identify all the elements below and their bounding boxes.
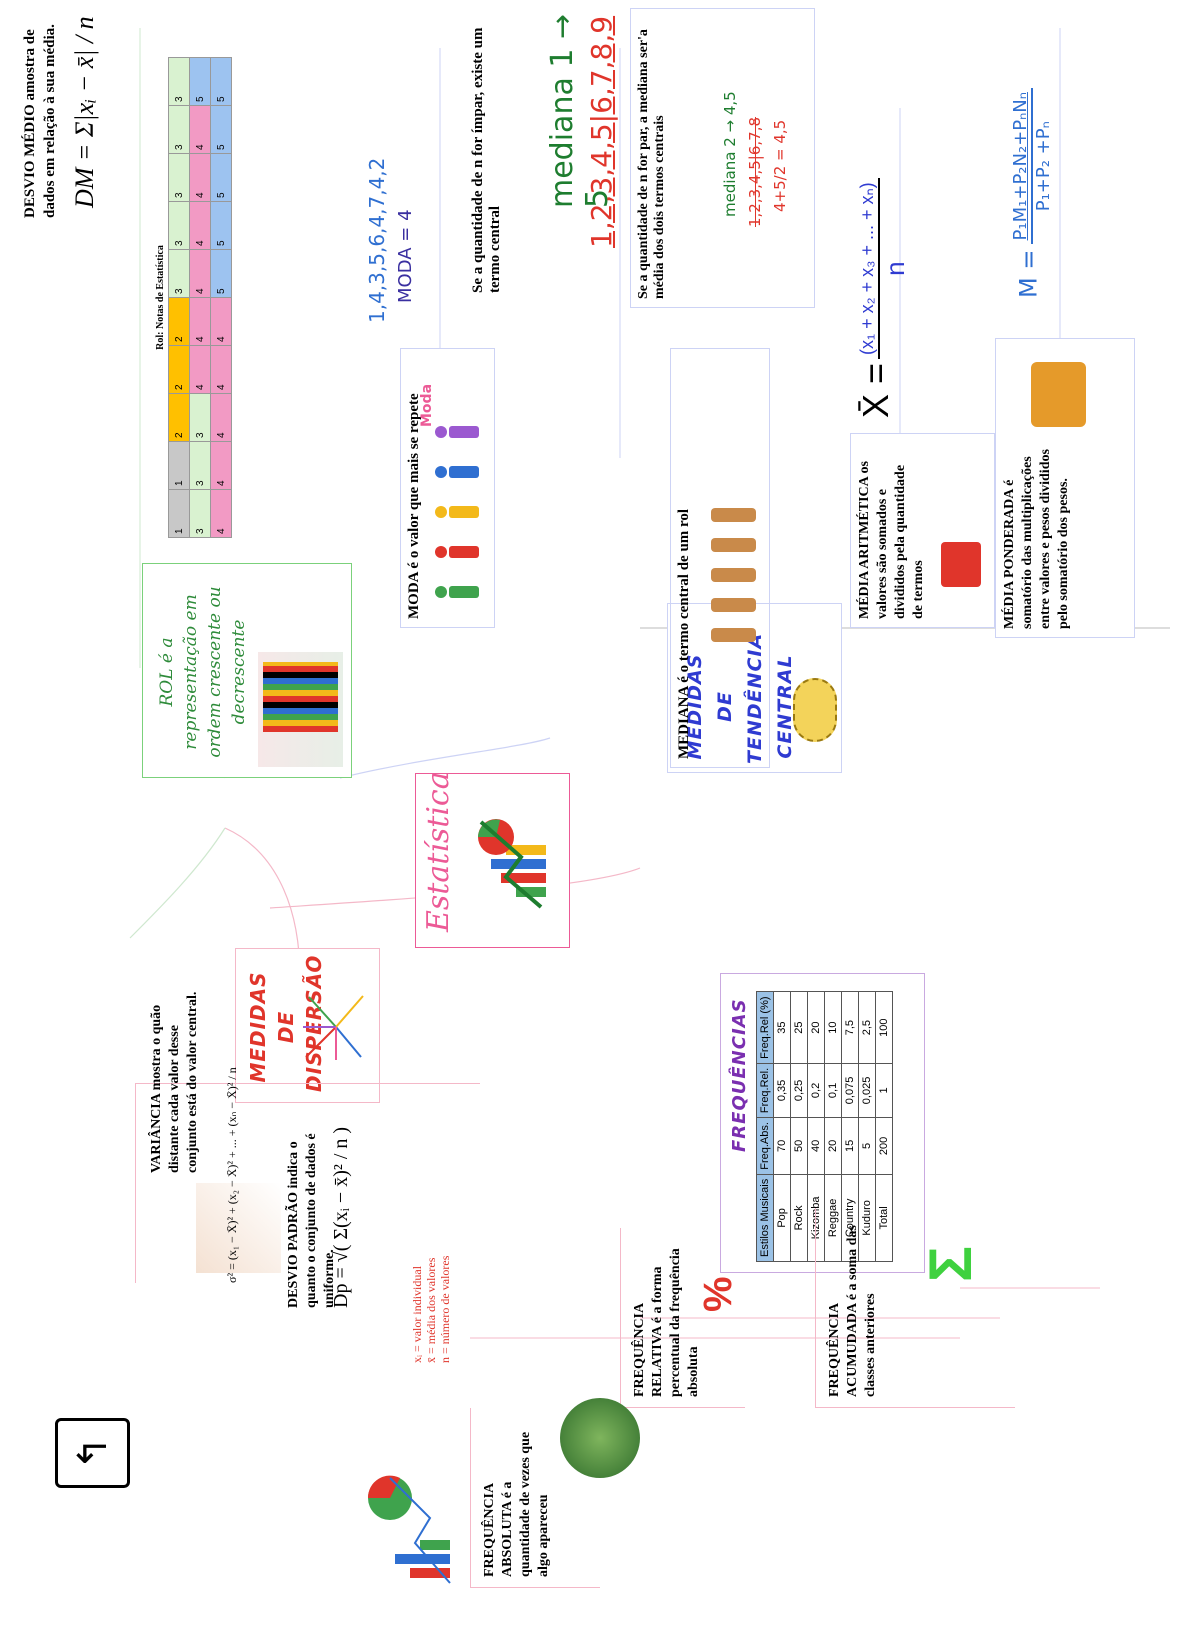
- chart-icon: [478, 819, 546, 909]
- variancia-text: VARIÂNCIA mostra o quão distante cada va…: [149, 991, 200, 1173]
- mediana-text: MEDIANA é o termo central de um rol: [676, 508, 692, 759]
- rol-text: ROL é a representação em ordem crescente…: [157, 586, 249, 758]
- measuring-tape-icon: [793, 678, 837, 742]
- mediana-par-node[interactable]: Se a quantidade de n for par, a mediana …: [630, 8, 815, 308]
- center-title: Estatística: [421, 771, 456, 932]
- desvio-medio-formula: DM = Σ|xᵢ − x̄| / n: [70, 16, 99, 208]
- people-figures-icon: [435, 426, 479, 598]
- aritmetica-formula: X̄ = (x₁ + x₂ + x₃ + ... + xₙ) n: [855, 178, 911, 418]
- ponderada-text: MÉDIA PONDERADA é somatório das multipli…: [1002, 449, 1071, 629]
- moda-example: 1,4,3,5,6,4,7,4,2: [365, 157, 389, 323]
- rol-table-title: Rol: Notas de Estatística: [155, 245, 166, 350]
- frequencias-title: FREQUÊNCIAS: [729, 998, 750, 1152]
- freq-relativa-node[interactable]: FREQUÊNCIA RELATIVA é a forma percentual…: [620, 1228, 745, 1408]
- freq-relativa-text: FREQUÊNCIA RELATIVA é a forma percentual…: [632, 1248, 701, 1397]
- dispersao-node[interactable]: MEDIDAS DE DISPERSÃO: [235, 948, 380, 1103]
- mediana-par-text: Se a quantidade de n for par, a mediana …: [636, 29, 667, 299]
- center-node[interactable]: Estatística: [415, 771, 570, 948]
- mediana-impar-sequence: 1,2,3,4,5|6,7,8,9: [585, 15, 618, 248]
- desvio-medio-text: DESVIO MÉDIO amostra de dados em relação…: [22, 24, 58, 218]
- rol-node[interactable]: ROL é a representação em ordem crescente…: [142, 563, 352, 778]
- aritmetica-text: MÉDIA ARITMÉTICA os valores são somados …: [857, 461, 926, 619]
- freq-absoluta-text: FREQUÊNCIA ABSOLUTA é a quantidade de ve…: [482, 1431, 551, 1577]
- freq-acumulada-node[interactable]: FREQUÊNCIA ACUMUDADA é a soma das classe…: [815, 1208, 1015, 1408]
- ponderada-formula: M = P₁M₁+P₂N₂+PₙNₙ P₁+P₂ +Pₙ: [1010, 88, 1054, 298]
- moda-result: MODA = 4: [395, 209, 416, 303]
- u-turn-icon-box: ↰: [55, 1418, 130, 1488]
- scatter-burst-icon: [303, 995, 364, 1060]
- mediana-impar-text: Se a quantidade de n for ímpar, existe u…: [470, 27, 503, 293]
- mediana-par-calc: 4+5/2 = 4,5: [771, 119, 789, 212]
- aritmetica-node[interactable]: MÉDIA ARITMÉTICA os valores são somados …: [850, 433, 995, 628]
- ponderada-node[interactable]: MÉDIA PONDERADA é somatório das multipli…: [995, 338, 1135, 638]
- percent-icon: %: [696, 1276, 740, 1312]
- desvio-padrao-formula: Dp = √( Σ(xᵢ − x̄)² / n ): [330, 1126, 352, 1308]
- calculator-icon: [941, 542, 981, 587]
- mediana-par-result: mediana 2 → 4,5: [721, 91, 739, 217]
- bar-pie-chart-icon: [367, 1475, 451, 1584]
- freq-acumulada-text: FREQUÊNCIA ACUMUDADA é a soma das classe…: [827, 1225, 878, 1397]
- scale-icon: [1031, 362, 1086, 427]
- sigma-icon: Σ: [917, 1245, 984, 1282]
- colored-pencils-image: [258, 652, 343, 767]
- desvio-padrao-legend: xᵢ = valor individual x̄ = média dos val…: [410, 1255, 452, 1363]
- people-row-icon: [711, 508, 756, 642]
- moda-node[interactable]: MODA é o valor que mais se repete Moda: [400, 348, 495, 628]
- cartoon-character-image: [560, 1398, 640, 1478]
- mediana-par-sequence: 1,2,3,4,5|6,7,8: [746, 116, 764, 227]
- mediana-node[interactable]: MEDIANA é o termo central de um rol: [670, 348, 770, 768]
- variancia-formula: σ² = (x₁ − X̄)² + (x₂ − X̄)² + ... + (xₙ…: [225, 1067, 239, 1283]
